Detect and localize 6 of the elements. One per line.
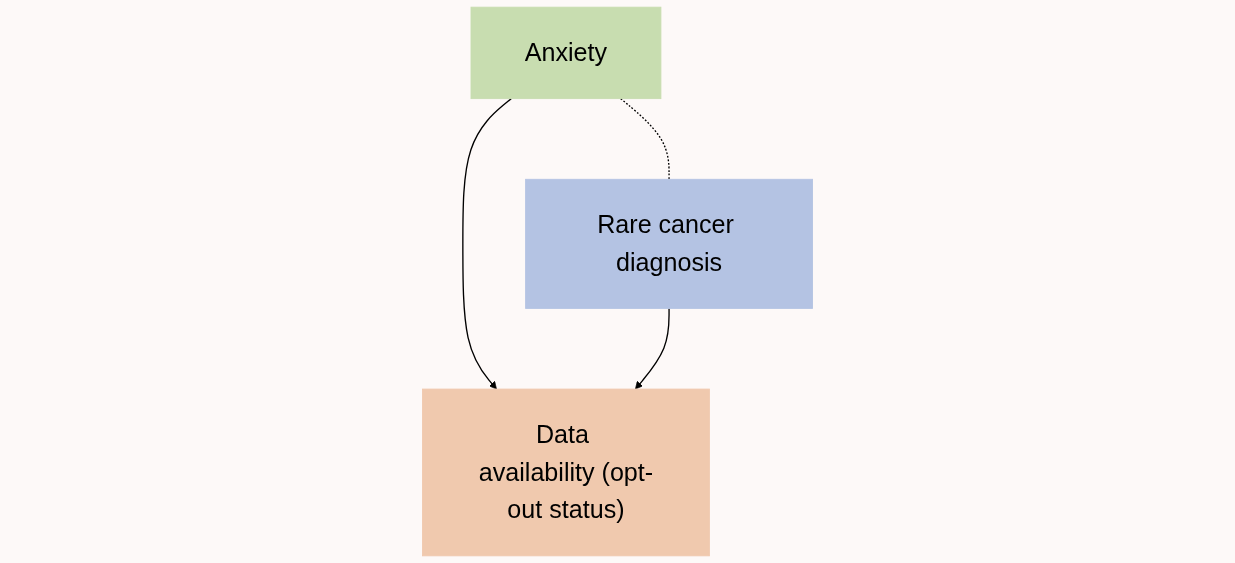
node-box: Anxiety [470,6,662,100]
node-box: Data availability (opt-out status) [422,388,710,557]
node-box: Rare cancer diagnosis [525,178,813,309]
arrow [462,97,512,390]
connector [620,97,670,180]
arrow [635,307,670,390]
